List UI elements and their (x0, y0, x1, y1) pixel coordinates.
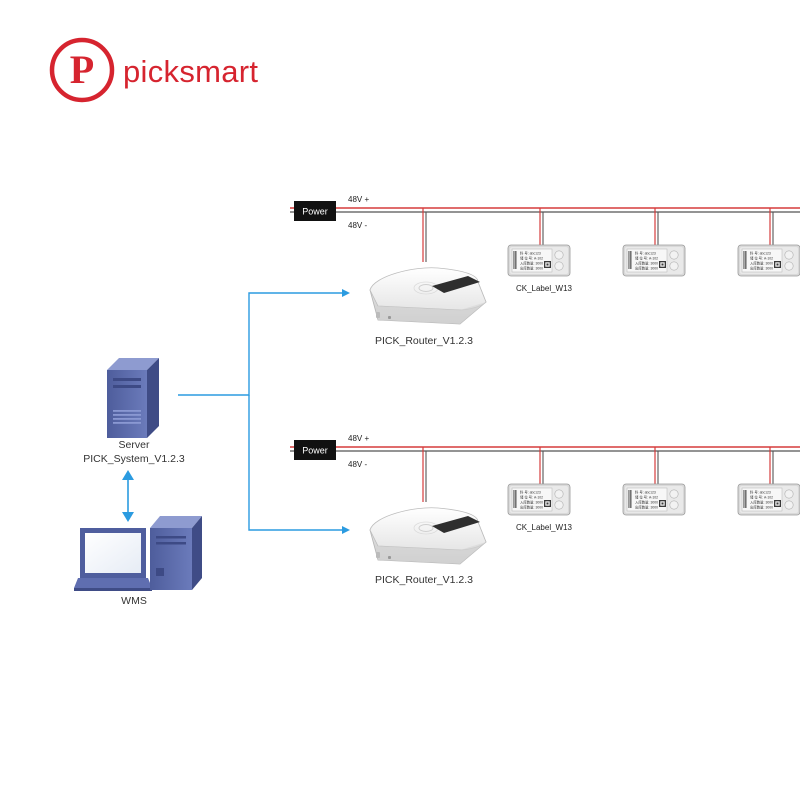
server-label: Server (119, 439, 150, 451)
svg-text:储 位 号: A-102: 储 位 号: A-102 (520, 495, 543, 500)
router-top-label: PICK_Router_V1.2.3 (375, 335, 473, 347)
wms-label: WMS (121, 595, 147, 607)
shelf-label-device-icon (507, 244, 571, 277)
link-arrow-up-icon (122, 470, 134, 480)
shelf-label-device-icon (507, 483, 571, 516)
svg-text:出库数量: 3000: 出库数量: 3000 (635, 266, 658, 271)
shelf-label-top-name: CK_Label_W13 (516, 284, 573, 293)
shelf-label-top-2: 料 号: abc123 储 位 号: A-102 入库数量: 3000 出库数量… (622, 244, 686, 277)
server-system-label: PICK_System_V1.2.3 (83, 453, 185, 465)
svg-text:料 号: abc123: 料 号: abc123 (750, 490, 771, 495)
wms-computer-icon (74, 516, 202, 591)
power-label-bottom: Power (302, 446, 328, 456)
shelf-label-device-icon (737, 244, 800, 277)
server-icon (107, 358, 159, 438)
svg-text:储 位 号: A-102: 储 位 号: A-102 (635, 256, 658, 261)
svg-text:料 号: abc123: 料 号: abc123 (635, 490, 656, 495)
positive-label-bottom: 48V + (348, 434, 369, 443)
svg-text:储 位 号: A-102: 储 位 号: A-102 (750, 495, 773, 500)
server-router-links (178, 289, 350, 534)
svg-text:入库数量: 3000: 入库数量: 3000 (520, 500, 543, 505)
svg-text:入库数量: 3000: 入库数量: 3000 (635, 261, 658, 266)
power-block-top (294, 201, 336, 221)
shelf-label-top-1: 料 号: abc123 储 位 号: A-102 入库数量: 3000 出库数量… (507, 244, 571, 277)
negative-label-top: 48V - (348, 221, 367, 230)
svg-text:料 号: abc123: 料 号: abc123 (520, 490, 541, 495)
shelf-label-bottom-3: 料 号: abc123 储 位 号: A-102 入库数量: 3000 出库数量… (737, 483, 800, 516)
svg-text:入库数量: 3000: 入库数量: 3000 (750, 500, 773, 505)
router-bottom-label: PICK_Router_V1.2.3 (375, 574, 473, 586)
svg-text:出库数量: 3000: 出库数量: 3000 (520, 266, 543, 271)
positive-label-top: 48V + (348, 195, 369, 204)
power-label-top: Power (302, 207, 328, 217)
svg-text:储 位 号: A-102: 储 位 号: A-102 (520, 256, 543, 261)
svg-text:出库数量: 3000: 出库数量: 3000 (520, 505, 543, 510)
shelf-label-device-icon (622, 483, 686, 516)
negative-label-bottom: 48V - (348, 460, 367, 469)
power-bus-top: Power 48V + 48V - (290, 195, 800, 262)
power-block-bottom (294, 440, 336, 460)
brand-logo: P picksmart (49, 37, 258, 103)
svg-text:储 位 号: A-102: 储 位 号: A-102 (750, 256, 773, 261)
svg-text:料 号: abc123: 料 号: abc123 (750, 251, 771, 256)
brand-name: picksmart (123, 54, 258, 89)
power-bus-bottom: Power 48V + 48V - (290, 434, 800, 502)
shelf-label-device-icon (737, 483, 800, 516)
svg-text:料 号: abc123: 料 号: abc123 (520, 251, 541, 256)
shelf-label-bottom-2: 料 号: abc123 储 位 号: A-102 入库数量: 3000 出库数量… (622, 483, 686, 516)
svg-text:出库数量: 3000: 出库数量: 3000 (750, 505, 773, 510)
shelf-label-bottom-1: 料 号: abc123 储 位 号: A-102 入库数量: 3000 出库数量… (507, 483, 571, 516)
shelf-label-device-icon (622, 244, 686, 277)
shelf-label-top-3: 料 号: abc123 储 位 号: A-102 入库数量: 3000 出库数量… (737, 244, 800, 277)
svg-text:储 位 号: A-102: 储 位 号: A-102 (635, 495, 658, 500)
link-arrow-down-icon (122, 512, 134, 522)
svg-text:入库数量: 3000: 入库数量: 3000 (750, 261, 773, 266)
svg-text:入库数量: 3000: 入库数量: 3000 (635, 500, 658, 505)
shelf-label-bottom-name: CK_Label_W13 (516, 523, 573, 532)
router-bottom-icon (369, 507, 487, 565)
router-top-icon (369, 267, 487, 325)
brand-logo-letter: P (70, 47, 94, 92)
svg-text:入库数量: 3000: 入库数量: 3000 (520, 261, 543, 266)
svg-text:出库数量: 3000: 出库数量: 3000 (635, 505, 658, 510)
svg-text:料 号: abc123: 料 号: abc123 (635, 251, 656, 256)
brand-logo-icon (49, 37, 115, 103)
svg-text:出库数量: 3000: 出库数量: 3000 (750, 266, 773, 271)
